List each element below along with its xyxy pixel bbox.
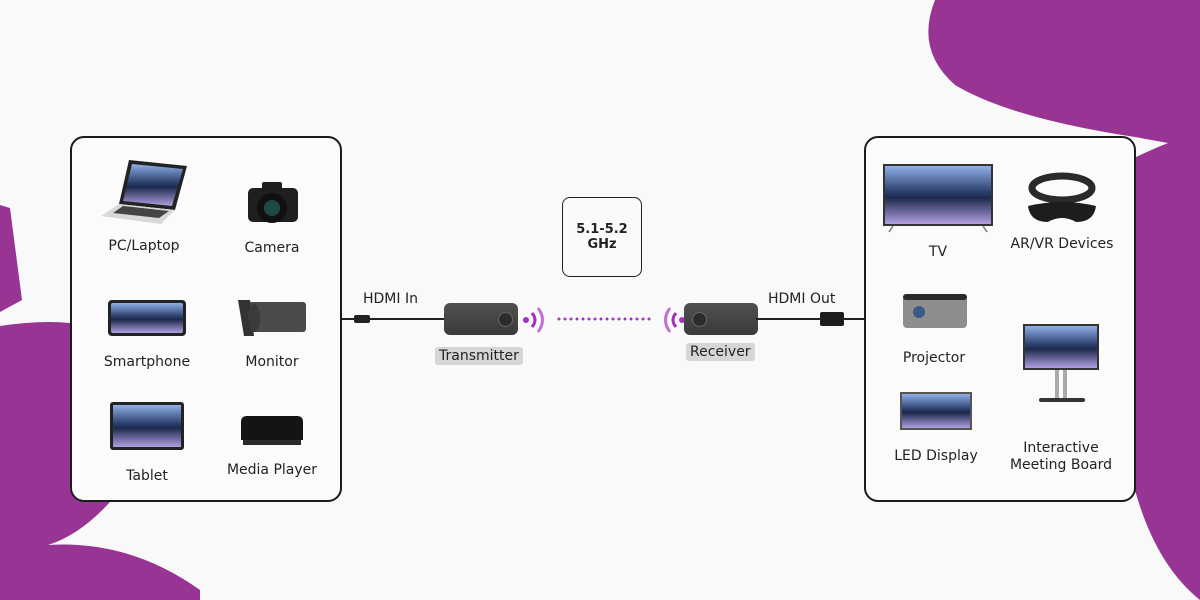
device-meeting-board: Interactive Meeting Board [1000, 324, 1122, 474]
device-tablet: Tablet [100, 400, 194, 485]
device-label: Monitor [245, 354, 299, 370]
device-projector: Projector [888, 290, 980, 367]
transmitter-tag: Transmitter [435, 347, 523, 365]
device-ar-vr: AR/VR Devices [1002, 172, 1122, 253]
vr-headset-icon [1028, 172, 1096, 222]
camera-icon [248, 182, 298, 223]
tablet-icon [110, 402, 184, 450]
security-camera-icon [238, 300, 306, 336]
purple-blob-left-bottom [0, 322, 200, 600]
frequency-unit: GHz [587, 237, 617, 252]
signal-in-icon [664, 307, 685, 333]
receiver-unit [684, 303, 758, 335]
projector-icon [903, 294, 967, 328]
device-label: AR/VR Devices [1010, 236, 1114, 252]
receiver-tag: Receiver [686, 343, 755, 361]
hdmi-out-cable [756, 318, 822, 320]
media-player-icon [241, 416, 303, 445]
signal-out-icon [523, 307, 544, 333]
device-led-display: LED Display [888, 392, 984, 465]
wireless-link-dotted-line [556, 317, 652, 321]
display-devices-panel: TV AR/VR Devices Projector LED Display [864, 136, 1136, 502]
device-label: LED Display [894, 448, 978, 464]
led-display-icon [900, 392, 972, 430]
device-label: PC/Laptop [108, 238, 180, 254]
device-label: Media Player [226, 462, 318, 478]
device-pc-laptop: PC/Laptop [94, 158, 194, 255]
device-label: TV [928, 244, 948, 260]
tv-icon [883, 164, 993, 233]
purple-blob-left-top [0, 205, 22, 312]
device-label-line1: Interactive [1023, 440, 1099, 456]
hdmi-in-label: HDMI In [363, 291, 418, 307]
hdmi-plug [820, 312, 844, 326]
device-tv: TV [878, 162, 998, 261]
transmitter-unit [444, 303, 518, 335]
device-smartphone: Smartphone [100, 296, 194, 371]
device-label: Smartphone [103, 354, 191, 370]
laptop-icon [101, 160, 187, 224]
right-connector-line [844, 318, 864, 320]
hdmi-in-cable [368, 318, 446, 320]
frequency-range: 5.1-5.2 [576, 222, 628, 237]
left-connector-line [342, 318, 356, 320]
frequency-box: 5.1-5.2 GHz [562, 197, 642, 277]
device-label: Projector [902, 350, 966, 366]
device-monitor: Monitor [222, 296, 322, 371]
device-media-player: Media Player [222, 410, 322, 479]
device-label-line2: Meeting Board [1009, 457, 1113, 473]
device-camera: Camera [222, 174, 322, 257]
pair-button [692, 312, 707, 327]
device-label: Camera [244, 240, 300, 256]
device-label: Tablet [126, 468, 168, 484]
pair-button [498, 312, 513, 327]
smartphone-icon [108, 300, 186, 336]
usb-c-plug [354, 315, 370, 323]
hdmi-out-label: HDMI Out [768, 291, 836, 307]
source-devices-panel: PC/Laptop Camera Smartphone Monitor [70, 136, 342, 502]
meeting-board-icon [1023, 324, 1099, 402]
